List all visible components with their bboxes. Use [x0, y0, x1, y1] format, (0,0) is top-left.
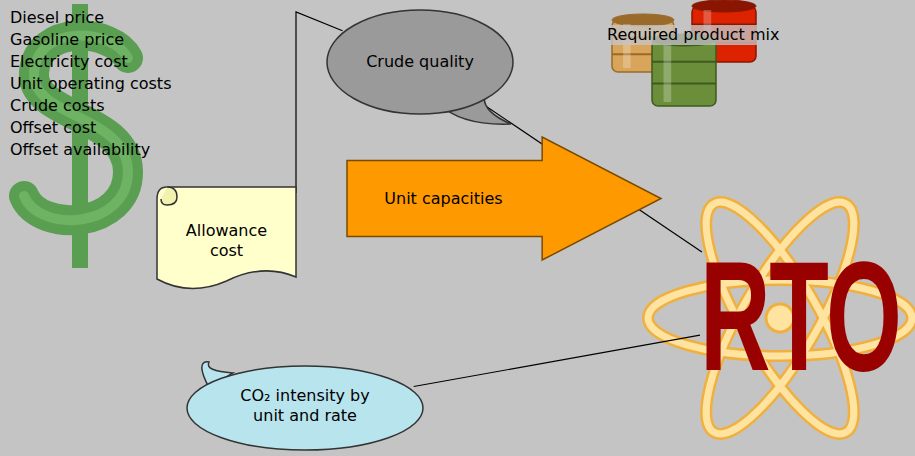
- node-label: Allowance cost: [169, 221, 284, 261]
- connector-line: [414, 335, 700, 386]
- co2-shape: CO₂ intensity by unit and rate: [185, 360, 425, 452]
- cost-list-item: Offset cost: [10, 118, 96, 138]
- barrels-illustration: [612, 0, 756, 106]
- arrow-shape: Unit capacities: [345, 135, 663, 262]
- cost-list-item: Gasoline price: [10, 30, 124, 50]
- cost-list-item: Unit operating costs: [10, 74, 171, 94]
- title-acronym: RTO: [700, 252, 901, 382]
- scroll-shape: Allowance cost: [153, 183, 300, 293]
- node-label: Crude quality: [365, 52, 475, 72]
- cost-list-item: Diesel price: [10, 8, 104, 28]
- cost-list-item: Crude costs: [10, 96, 105, 116]
- rto-node: RTO: [700, 252, 903, 382]
- node-label: Unit capacities: [369, 189, 519, 209]
- atom-symbol: [648, 185, 912, 452]
- cost-list-item: Offset availability: [10, 140, 150, 160]
- crude-shape: Crude quality: [325, 8, 515, 128]
- illustration-caption: Required product mix: [604, 25, 782, 45]
- node-label: CO₂ intensity by unit and rate: [225, 386, 385, 426]
- cost-list-item: Electricity cost: [10, 52, 128, 72]
